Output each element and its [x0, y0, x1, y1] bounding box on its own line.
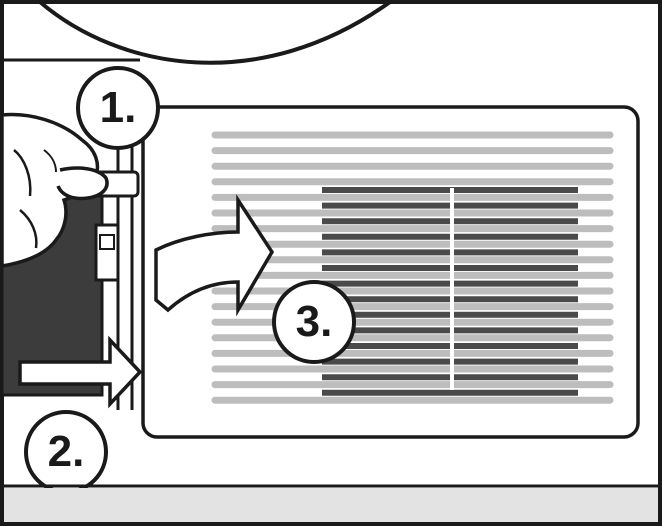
- push-arrow-icon: [18, 335, 143, 409]
- step-3-circle: [272, 280, 356, 364]
- pull-arrow-icon: [154, 194, 275, 317]
- step-2-label: 2.: [47, 427, 85, 476]
- door-arc: [38, 0, 392, 65]
- step-1-circle: [76, 66, 160, 150]
- step-1-label: 1.: [99, 83, 137, 132]
- bottom-strip: [4, 488, 658, 522]
- hand-icon: [0, 112, 109, 269]
- step-3-label: 3.: [295, 297, 333, 346]
